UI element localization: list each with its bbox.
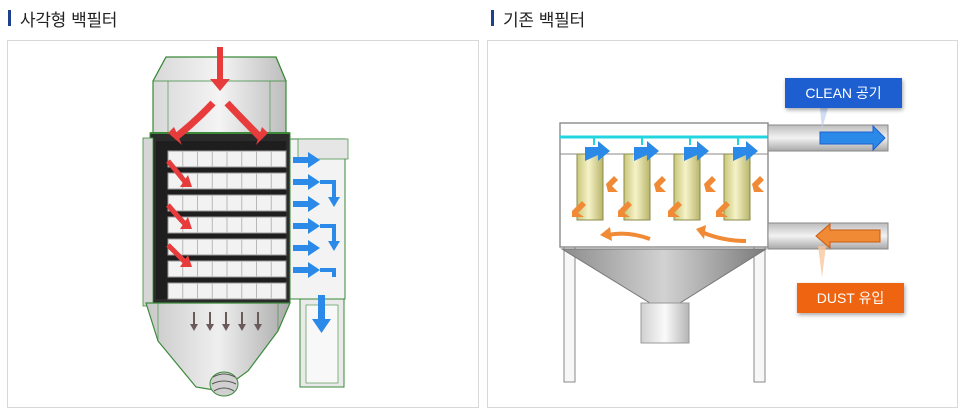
clean-air-arrows <box>293 152 340 333</box>
pulse-arrows <box>585 141 758 161</box>
square-bagfilter-illustration <box>142 47 349 397</box>
section-heading-conventional-bagfilter: 기존 백필터 <box>491 6 585 31</box>
section-title: 사각형 백필터 <box>20 10 118 31</box>
callout-leaders-dust <box>818 246 826 277</box>
conventional-bagfilter-illustration <box>559 108 889 383</box>
callout-leaders <box>820 108 828 129</box>
heading-marker <box>491 10 494 26</box>
inflow-arrows <box>166 47 268 267</box>
square-bagfilter-panel <box>7 40 479 408</box>
dust-hopper <box>145 302 291 397</box>
heading-marker <box>8 10 11 26</box>
dust-drop-arrows <box>190 312 262 331</box>
section-heading-square-bagfilter: 사각형 백필터 <box>8 6 118 31</box>
dust-hopper <box>560 248 768 344</box>
clean-air-label: CLEAN 공기 <box>785 78 902 108</box>
pulse-nozzles <box>593 137 739 145</box>
section-title: 기존 백필터 <box>503 10 585 31</box>
dust-flow-arrows <box>572 176 764 243</box>
dust-inlet-label: DUST 유입 <box>797 283 904 313</box>
clean-air-outlet-arrow <box>819 124 886 152</box>
filter-cartridges <box>167 150 287 300</box>
clean-air-duct <box>289 138 349 388</box>
dust-inlet-arrow <box>815 222 881 250</box>
conventional-bagfilter-panel: CLEAN 공기 DUST 유입 <box>487 40 958 408</box>
